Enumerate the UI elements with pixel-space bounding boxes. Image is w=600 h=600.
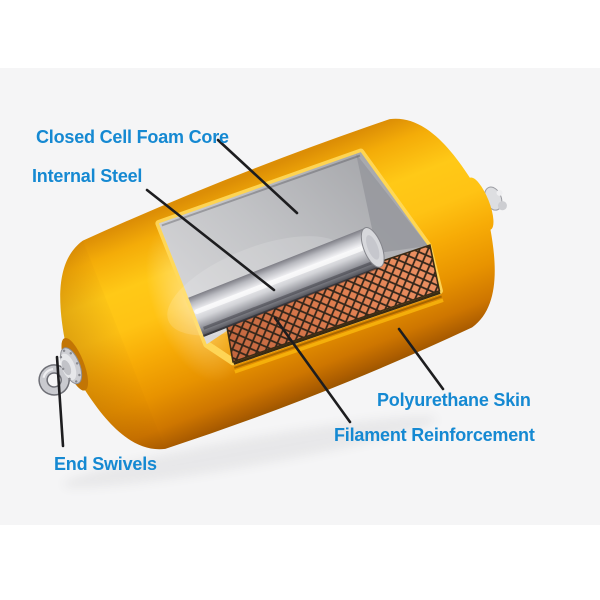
label-internal-steel: Internal Steel <box>32 166 143 186</box>
internal-steel-tube <box>188 227 385 337</box>
foam-core-corner-facet <box>356 153 429 254</box>
leader-internal-steel <box>145 188 276 292</box>
left-cone-shading <box>60 240 166 450</box>
leader-end-swivels <box>55 355 65 448</box>
buoy-assembly <box>38 118 507 450</box>
leader-filament-reinforcement <box>273 316 352 424</box>
leader-foam-core <box>216 138 299 215</box>
cut-top-shadow <box>161 154 361 227</box>
leader-polyurethane-skin <box>397 327 445 391</box>
label-end-swivels: End Swivels <box>54 454 157 474</box>
leader-lines <box>55 138 445 448</box>
filament-reinforcement-band <box>223 244 444 374</box>
label-closed-cell-foam-core: Closed Cell Foam Core <box>36 127 229 147</box>
ground-shadow <box>62 416 438 488</box>
label-polyurethane-skin: Polyurethane Skin <box>377 390 531 410</box>
label-filament-reinforcement: Filament Reinforcement <box>334 425 535 445</box>
end-swivel-left <box>38 338 89 396</box>
end-flange <box>59 347 83 385</box>
